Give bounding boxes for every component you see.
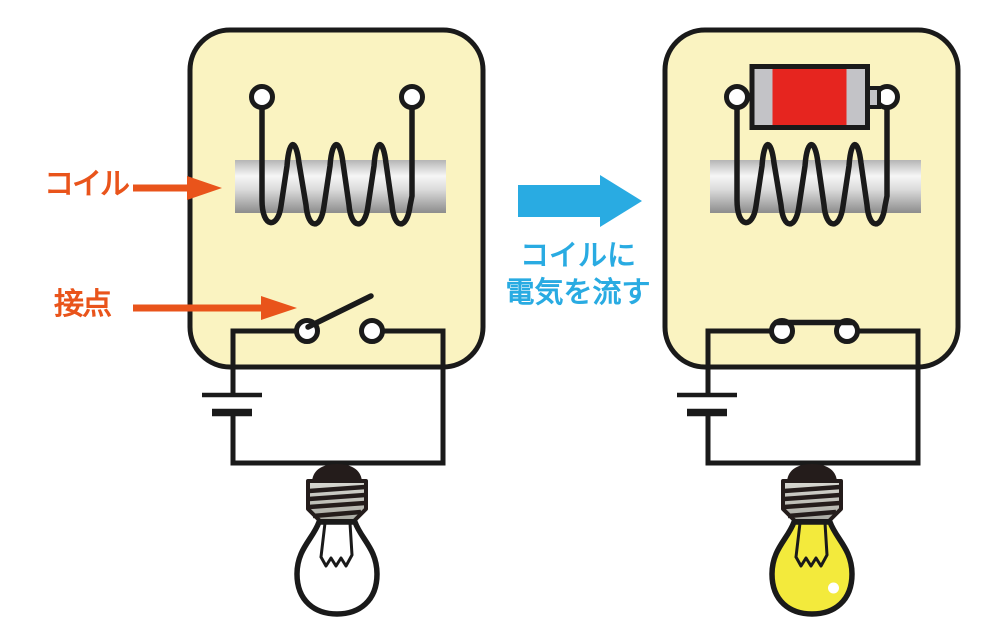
coil-label: コイル [44, 168, 130, 201]
light-bulb-on [769, 464, 855, 617]
bulb-glass [294, 519, 380, 617]
circuit-wire-loop [230, 328, 446, 466]
switch-lever-open [305, 293, 374, 330]
bulb-screw-threads [308, 484, 366, 519]
bulb-cap [312, 464, 362, 483]
bulb-highlight [828, 582, 839, 594]
transition-caption-line2: 電気を流す [505, 277, 651, 309]
relay-panel-off [187, 27, 486, 617]
circuit-wire-left [230, 328, 307, 395]
bulb-screw-threads [783, 484, 841, 519]
contact-circle-right [359, 318, 385, 344]
light-bulb-off [294, 464, 380, 617]
transition-arrow-icon [518, 175, 642, 227]
bulb-filament [794, 521, 829, 568]
battery-symbol [202, 392, 262, 417]
coil-winding [734, 99, 890, 227]
coil-winding [259, 99, 415, 227]
relay-panel-on [662, 27, 961, 617]
circuit-wire-left [705, 328, 782, 395]
transition-caption-line1: コイルに [519, 240, 636, 272]
battery-symbol [677, 392, 737, 417]
coil-terminal-left [724, 84, 750, 110]
contact-label-arrow [133, 296, 297, 320]
contact-arrow-head [261, 296, 297, 320]
coil-arrow-head [187, 176, 222, 200]
coil-battery-red-band [772, 69, 847, 125]
contact-label: 接点 [54, 288, 112, 321]
coil-label-arrow [133, 176, 222, 200]
bulb-cap [787, 464, 837, 483]
coil-terminal-left [249, 84, 275, 110]
transition-caption: コイルに 電気を流す [468, 238, 688, 312]
bulb-filament [319, 521, 354, 568]
bulb-glass [769, 519, 855, 617]
coil-terminal-right [399, 84, 425, 110]
circuit-wire-loop [705, 328, 921, 466]
coil-battery [749, 64, 881, 130]
